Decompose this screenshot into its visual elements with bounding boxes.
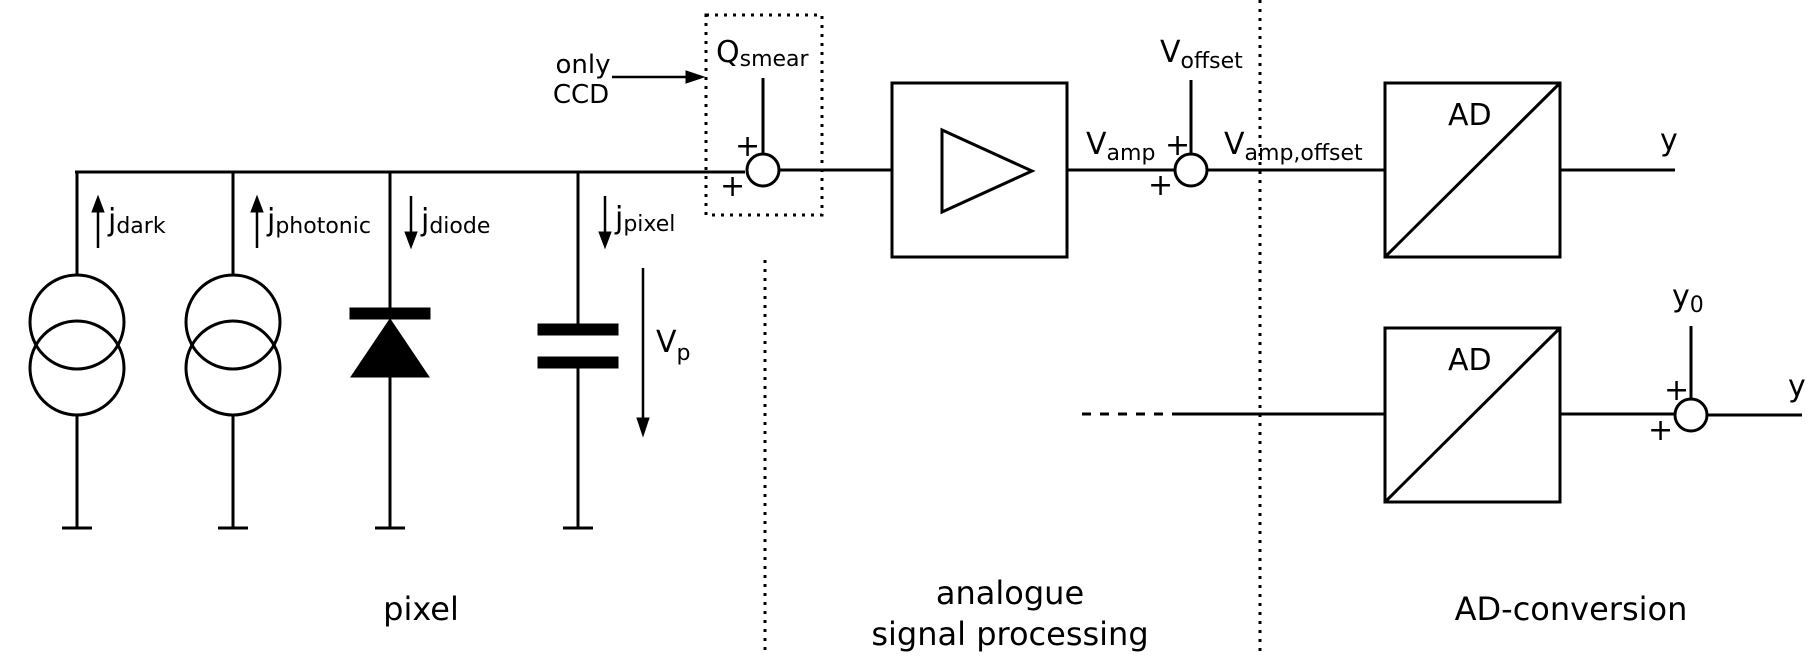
ad-converter-bottom: AD: [1383, 326, 1562, 504]
only-ccd-note-line2: CCD: [553, 80, 609, 110]
j-dark-arrow: [91, 194, 105, 248]
v-offset-label: Voffset: [1160, 35, 1243, 74]
plus-sign: +: [735, 129, 760, 164]
plus-sign: +: [1148, 168, 1173, 203]
q-smear-label: Qsmear: [716, 35, 810, 72]
smear-summing-junction: Qsmear + +: [704, 13, 824, 217]
y0-label: y0: [1672, 279, 1704, 318]
y0-summing-junction: y0 + +: [1648, 279, 1709, 448]
j-photonic-label: jphotonic: [266, 203, 371, 239]
section-title-pixel: pixel: [383, 590, 459, 628]
y-output-label: y: [1788, 369, 1806, 404]
j-diode-label: jdiode: [420, 203, 490, 239]
j-diode-arrow: [404, 196, 418, 250]
photodiode: [349, 172, 431, 530]
dark-current-source: [28, 172, 126, 530]
offset-summing-junction: Voffset + +: [1148, 35, 1243, 203]
ad-label: AD: [1448, 98, 1492, 133]
only-ccd-note-line1: only: [556, 50, 611, 80]
j-photonic-arrow: [250, 194, 264, 248]
section-title-signal-processing: signal processing: [871, 615, 1148, 653]
pixel-capacitor: [537, 172, 619, 530]
plus-sign: +: [1165, 128, 1190, 163]
vp-label: Vp: [656, 325, 691, 366]
ccd-only-box: [704, 13, 824, 217]
pixel-circuit: jdark jphotonic jdiode: [28, 170, 745, 530]
j-pixel-arrow: [598, 196, 612, 250]
v-amp-label: Vamp: [1086, 127, 1155, 166]
photonic-current-source: [184, 172, 282, 530]
amplifier-block: [890, 81, 1069, 259]
j-pixel-label: jpixel: [614, 201, 675, 237]
ad-label: AD: [1448, 343, 1492, 378]
v-amp-offset-label: Vamp,offset: [1224, 127, 1363, 166]
plus-sign: +: [720, 169, 745, 204]
j-dark-label: jdark: [107, 203, 166, 239]
vp-arrow: [636, 268, 650, 438]
y-output-label: y: [1660, 123, 1678, 158]
section-title-analogue: analogue: [936, 574, 1084, 612]
only-ccd-arrow: [612, 70, 706, 84]
ad-converter-top: AD: [1383, 81, 1562, 259]
plus-sign: +: [1648, 413, 1673, 448]
plus-sign: +: [1664, 373, 1689, 408]
section-title-ad-conversion: AD-conversion: [1455, 590, 1688, 628]
